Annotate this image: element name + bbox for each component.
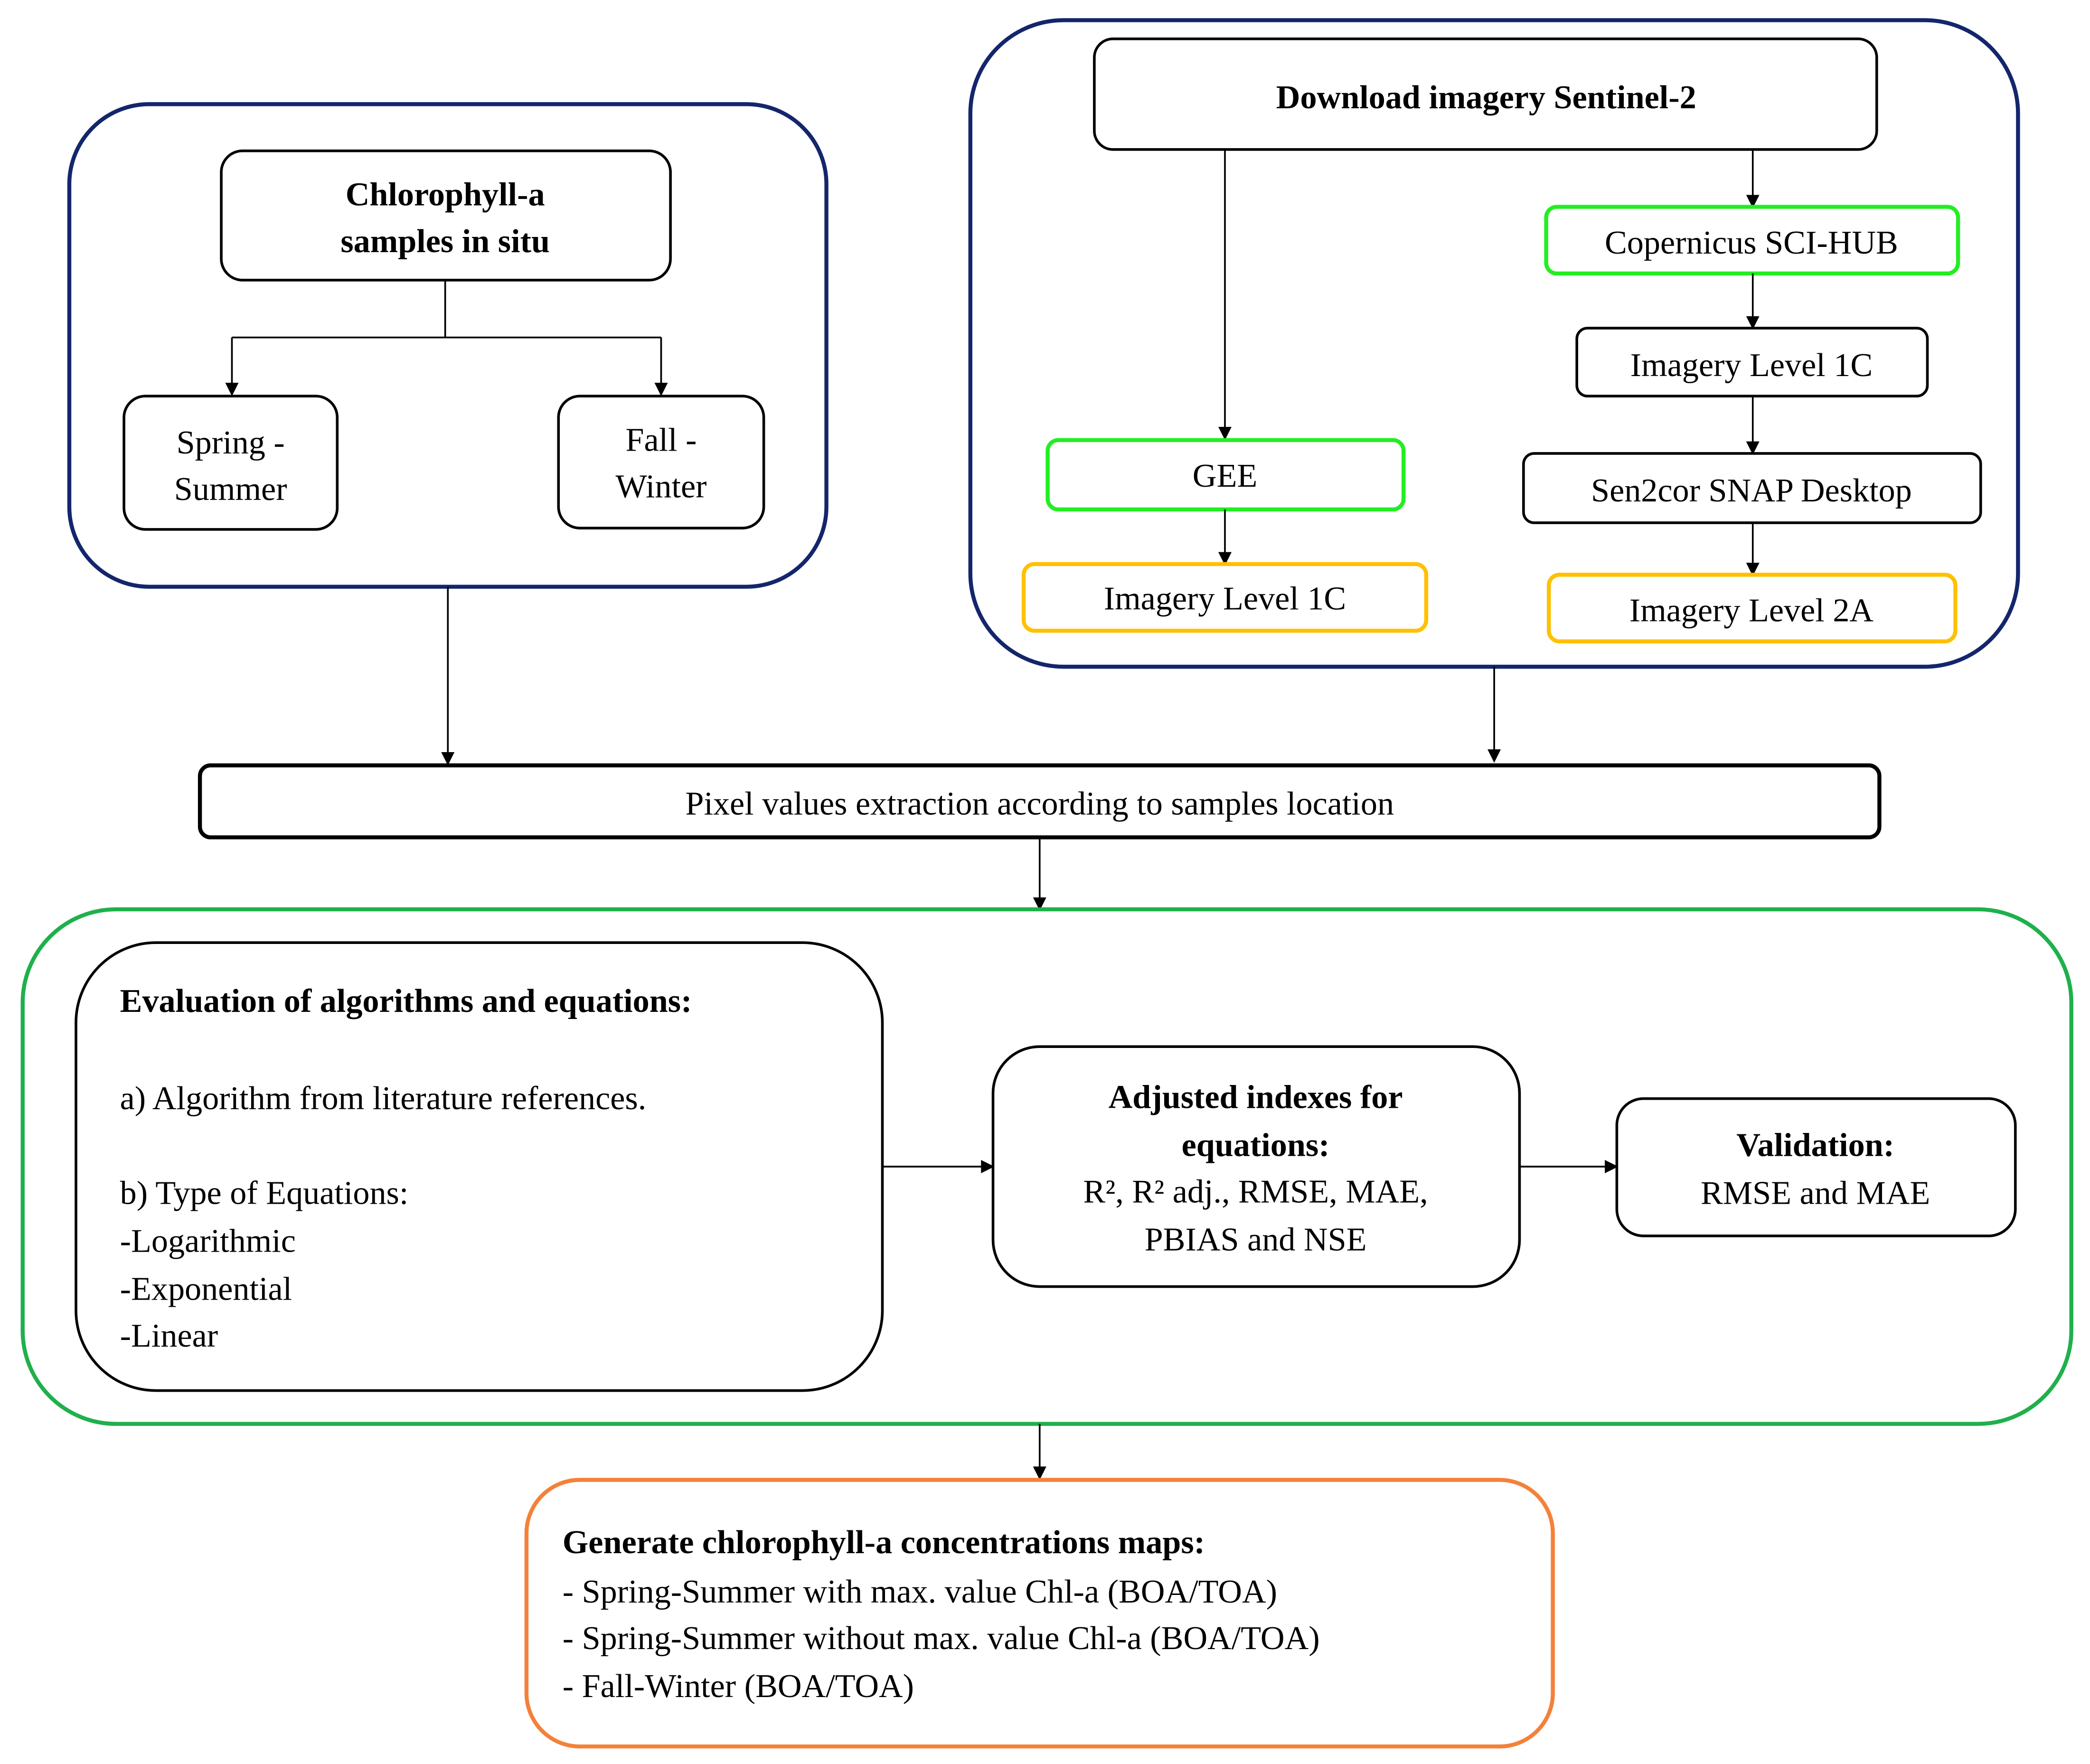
sen2cor-box: Sen2cor SNAP Desktop: [1522, 452, 1982, 524]
svg-text:Winter: Winter: [615, 468, 706, 505]
svg-text:PBIAS and NSE: PBIAS and NSE: [1145, 1221, 1367, 1258]
svg-text:-Logarithmic: -Logarithmic: [120, 1223, 296, 1260]
insitu-connector: [232, 280, 661, 339]
svg-text:Sen2cor SNAP Desktop: Sen2cor SNAP Desktop: [1591, 472, 1912, 509]
maps-box: Generate chlorophyll-a concentrations ma…: [524, 1478, 1555, 1749]
svg-text:-Linear: -Linear: [120, 1317, 218, 1354]
svg-text:R², R² adj., RMSE, MAE,: R², R² adj., RMSE, MAE,: [1083, 1173, 1428, 1210]
svg-text:Download imagery Sentinel-2: Download imagery Sentinel-2: [1276, 79, 1696, 116]
svg-text:Adjusted indexes for: Adjusted indexes for: [1109, 1078, 1403, 1115]
svg-text:GEE: GEE: [1193, 457, 1257, 494]
gee-level1c-box: Imagery Level 1C: [1021, 562, 1429, 633]
copernicus-box: Copernicus SCI-HUB: [1544, 205, 1960, 276]
spring-summer-box: Spring - Summer: [122, 395, 339, 531]
svg-text:equations:: equations:: [1182, 1126, 1330, 1163]
evaluation-group: [20, 907, 2073, 1426]
svg-text:Generate chlorophyll-a concent: Generate chlorophyll-a concentrations ma…: [563, 1524, 1205, 1561]
adjusted-indexes-box: Adjusted indexes for equations: R², R² a…: [991, 1045, 1521, 1288]
download-box: Download imagery Sentinel-2: [1093, 38, 1878, 151]
svg-text:Validation:: Validation:: [1736, 1126, 1894, 1163]
level2a-box: Imagery Level 2A: [1546, 573, 1958, 643]
svg-text:Imagery Level 1C: Imagery Level 1C: [1104, 580, 1346, 617]
svg-text:- Fall-Winter (BOA/TOA): - Fall-Winter (BOA/TOA): [563, 1668, 914, 1705]
svg-text:Summer: Summer: [174, 471, 287, 508]
svg-text:-Exponential: -Exponential: [120, 1271, 292, 1308]
svg-text:Imagery Level 1C: Imagery Level 1C: [1630, 347, 1873, 384]
svg-text:Imagery Level 2A: Imagery Level 2A: [1629, 592, 1874, 629]
svg-text:- Spring-Summer with max. valu: - Spring-Summer with max. value Chl-a (B…: [563, 1573, 1277, 1610]
svg-text:Fall -: Fall -: [625, 421, 697, 458]
fall-winter-box: Fall - Winter: [557, 395, 765, 529]
svg-text:Copernicus SCI-HUB: Copernicus SCI-HUB: [1605, 224, 1898, 261]
svg-text:b) Type of Equations:: b) Type of Equations:: [120, 1174, 409, 1211]
svg-text:Chlorophyll-a: Chlorophyll-a: [346, 176, 545, 213]
validation-box: Validation: RMSE and MAE: [1615, 1097, 2017, 1237]
level1c-box: Imagery Level 1C: [1575, 327, 1929, 398]
svg-text:RMSE and MAE: RMSE and MAE: [1701, 1174, 1930, 1211]
evaluation-box: Evaluation of algorithms and equations: …: [75, 941, 884, 1392]
svg-text:- Spring-Summer without max. v: - Spring-Summer without max. value Chl-a…: [563, 1620, 1320, 1657]
svg-text:a) Algorithm from literature r: a) Algorithm from literature references.: [120, 1080, 647, 1117]
extraction-box: Pixel values extraction according to sam…: [198, 763, 1882, 840]
svg-text:Spring -: Spring -: [177, 424, 285, 461]
svg-text:samples in situ: samples in situ: [340, 223, 550, 260]
insitu-samples-box: Chlorophyll-a samples in situ: [220, 149, 672, 282]
svg-text:Evaluation of algorithms and e: Evaluation of algorithms and equations:: [120, 982, 692, 1019]
svg-text:Pixel values extraction accord: Pixel values extraction according to sam…: [685, 785, 1394, 822]
gee-box: GEE: [1045, 438, 1406, 512]
